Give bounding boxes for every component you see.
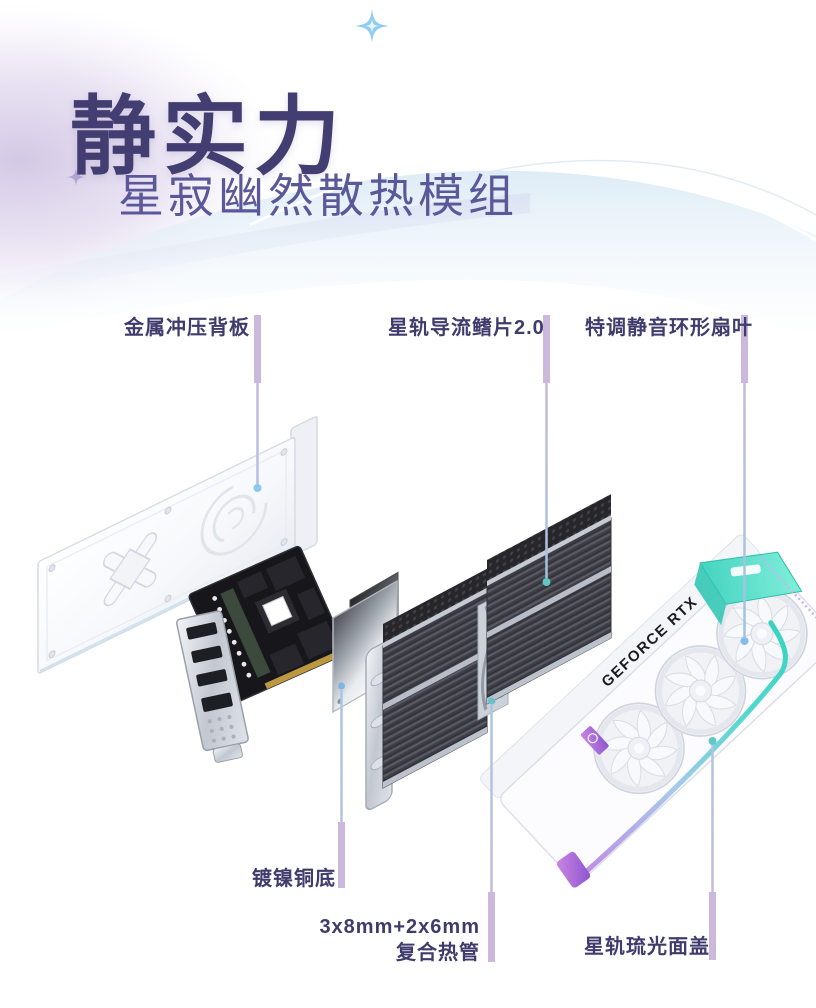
gpu-die: [262, 595, 293, 627]
callout-label-backplate: 金属冲压背板: [124, 317, 250, 339]
callout-label-heatpipes: 3x8mm+2x6mm 复合热管: [318, 914, 480, 966]
heatpipes-name-line: 复合热管: [396, 942, 480, 964]
callout-label-fan: 特调静音环形扇叶: [585, 317, 753, 339]
callout-label-cover: 星轨琉光面盖: [584, 936, 710, 958]
io-ports: [186, 622, 233, 712]
callout-line-copper: [338, 682, 345, 888]
wave-band: [0, 170, 816, 340]
wave-hairline: [249, 154, 816, 242]
wave-hairline-2: [419, 159, 816, 216]
backplate-illustration: [37, 416, 318, 674]
heatpipes-spec-line: 3x8mm+2x6mm: [319, 916, 480, 938]
teal-band: [694, 551, 803, 626]
io-bracket-illustration: [175, 610, 249, 763]
corner-accent: [556, 851, 591, 888]
callout-line-fan: [740, 315, 749, 645]
bracket-vents: [207, 715, 236, 743]
logo-badge: [580, 726, 609, 755]
callout-line-heatpipes: [488, 697, 495, 962]
fin-stack-left-illustration: [382, 568, 488, 789]
callout-label-copper: 镀镍铜底: [252, 868, 336, 890]
wave-streak: [0, 193, 530, 298]
page-subtitle: 星寂幽然散热模组: [118, 170, 518, 223]
callout-line-cover: [708, 737, 717, 960]
callout-label-fins: 星轨导流鳍片2.0: [388, 317, 545, 339]
backplate-mount-bracket: [102, 532, 158, 607]
backplate-plate: [37, 436, 296, 674]
callout-lines: [253, 315, 749, 962]
fan-illustration: [593, 587, 808, 795]
shroud-edge-dots: [760, 557, 816, 640]
pcb-components: [236, 555, 338, 676]
page-title: 静实力: [70, 88, 346, 185]
fin-stack-right-illustration: [486, 494, 612, 705]
callout-line-fins: [542, 315, 551, 586]
glow-strip: [578, 620, 788, 879]
callout-line-backplate: [253, 315, 262, 492]
backplate-screws: [48, 448, 288, 659]
pcie-connector: [264, 650, 342, 689]
